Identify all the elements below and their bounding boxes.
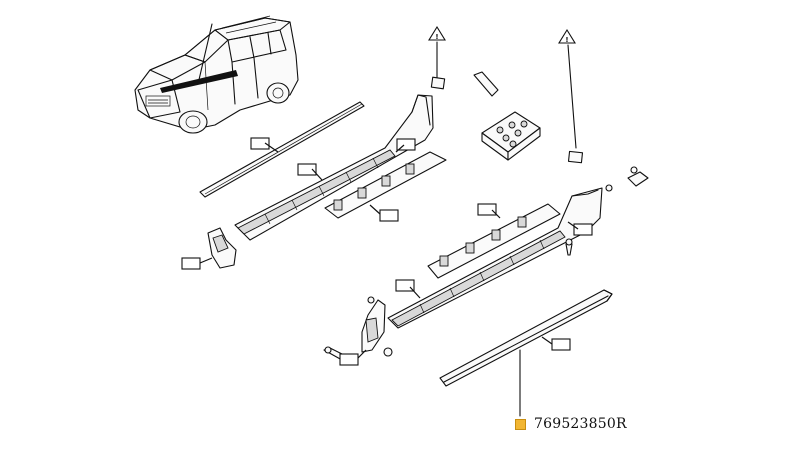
suv-silhouette-icon [134, 15, 299, 134]
callout-tag-icon [567, 221, 593, 236]
lower-sill-cover [387, 184, 613, 329]
callout-tag-icon [181, 257, 213, 270]
left-mount-bracket [181, 227, 237, 270]
svg-text:!: ! [435, 33, 438, 41]
clip-box [481, 111, 541, 161]
callout-tag-icon [395, 138, 416, 153]
callout-tag-icon [477, 203, 501, 219]
upper-trim-strip [199, 101, 365, 198]
upper-bracket-rail [324, 151, 447, 222]
lower-mount-bracket [323, 296, 393, 366]
callout-tag-icon [541, 336, 571, 351]
callout-tag-icon [250, 137, 279, 153]
callout-tag-icon [339, 349, 367, 366]
callout-tag-icon [297, 163, 323, 181]
part-number-label[interactable]: 769523850R [534, 416, 627, 432]
svg-text:!: ! [565, 36, 568, 44]
part-number-badge[interactable] [515, 418, 526, 430]
small-clip-right [627, 166, 649, 187]
callout-tag-icon [395, 279, 421, 299]
warning-triangle-icon: ! [428, 25, 446, 81]
part-number-callout: 769523850R [515, 416, 627, 432]
upper-sill-cover [234, 94, 434, 241]
side-moulding-highlighted [439, 289, 613, 417]
small-clip-top [430, 71, 499, 97]
warning-triangle-icon: ! [558, 28, 584, 164]
callout-tag-icon [369, 204, 399, 222]
lower-bracket-rail [427, 203, 561, 279]
